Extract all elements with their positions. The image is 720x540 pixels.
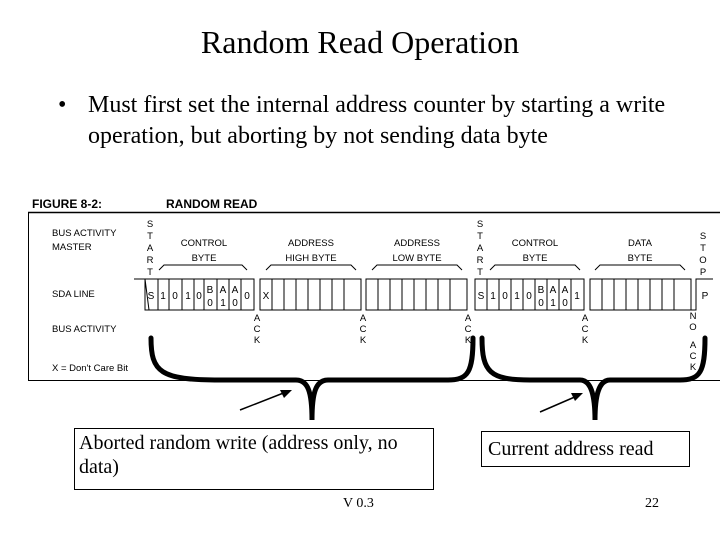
annotation-current-address-read: Current address read xyxy=(481,431,690,467)
row-label-bus-master-1: BUS ACTIVITY xyxy=(52,228,117,239)
arrow-left-icon xyxy=(239,390,292,411)
start-letter: S xyxy=(477,219,483,230)
bit-value: 0 xyxy=(232,298,238,309)
field-control-label: CONTROL xyxy=(181,238,227,249)
field-data-byte: BYTE xyxy=(628,253,653,264)
ack-letter: A xyxy=(360,313,367,324)
noack-letter: A xyxy=(690,340,697,351)
bit-address: A xyxy=(562,285,569,296)
bit-value: 0 xyxy=(172,291,178,302)
field-control-byte: BYTE xyxy=(192,253,217,264)
bullet-text: Must first set the internal address coun… xyxy=(88,92,666,149)
bit-value: 0 xyxy=(196,291,202,302)
noack-label: N O A C K xyxy=(689,311,697,373)
ack-letter: C xyxy=(582,324,589,335)
timing-diagram-svg: FIGURE 8-2: RANDOM READ BUS ACTIVITY MAS… xyxy=(28,197,720,381)
ack-letter: K xyxy=(254,335,261,346)
bit-value: 0 xyxy=(538,298,544,309)
ack-letter: C xyxy=(360,324,367,335)
field-address-high-label: ADDRESS xyxy=(288,238,334,249)
field-address-low-byte: LOW BYTE xyxy=(392,253,441,264)
start-letter: S xyxy=(147,219,153,230)
ack-letter: C xyxy=(465,324,472,335)
field-address-low-label: ADDRESS xyxy=(394,238,440,249)
bullet-dot-icon: • xyxy=(58,92,67,118)
bit-block-select: B xyxy=(207,285,214,296)
bit-value: 0 xyxy=(562,298,568,309)
slide-title: Random Read Operation xyxy=(200,24,520,60)
field-control-2-byte: BYTE xyxy=(523,253,548,264)
figure-title: FIGURE 8-2: xyxy=(32,197,102,211)
ack-letter: A xyxy=(465,313,472,324)
page-number: 22 xyxy=(645,496,659,511)
noack-letter: O xyxy=(689,322,696,333)
stop-letter: T xyxy=(700,243,706,254)
ack-label-2: A C K xyxy=(360,313,367,346)
stop-letter: S xyxy=(700,231,706,242)
figure-frame xyxy=(28,212,720,381)
ack-letter: A xyxy=(582,313,589,324)
field-brackets xyxy=(158,264,686,271)
bit-value: 1 xyxy=(490,291,496,302)
bit-value: 1 xyxy=(574,291,580,302)
bit-address: A xyxy=(550,285,557,296)
bit-value: 0 xyxy=(526,291,532,302)
annotation-aborted-write: Aborted random write (address only, no d… xyxy=(74,428,434,490)
ack-letter: A xyxy=(254,313,261,324)
bit-value: 1 xyxy=(550,298,556,309)
ack-letter: C xyxy=(254,324,261,335)
ack-label-3: A C K xyxy=(465,313,472,346)
noack-letter: C xyxy=(690,351,697,362)
start-label-1: S T A R T xyxy=(147,219,154,278)
start-letter: T xyxy=(147,267,153,278)
row-label-sda-line: SDA LINE xyxy=(52,289,95,300)
field-control-2-label: CONTROL xyxy=(512,238,558,249)
ack-label-1: A C K xyxy=(254,313,261,346)
start-letter: A xyxy=(147,243,154,254)
legend-dont-care: X = Don't Care Bit xyxy=(52,363,128,374)
ack-label-4: A C K xyxy=(582,313,589,346)
start-letter: T xyxy=(477,231,483,242)
bit-address: A xyxy=(220,285,227,296)
sda-waveform xyxy=(134,278,713,311)
start-letter: R xyxy=(147,255,154,266)
start-letter: R xyxy=(477,255,484,266)
start-label-2: S T A R T xyxy=(477,219,484,278)
bit-value: 1 xyxy=(160,291,166,302)
field-data-label: DATA xyxy=(628,238,653,249)
figure-subtitle: RANDOM READ xyxy=(166,197,258,211)
bit-value: 0 xyxy=(244,291,250,302)
version-label: V 0.3 xyxy=(343,496,374,511)
ack-letter: K xyxy=(582,335,589,346)
arrow-right-icon xyxy=(539,393,583,413)
bit-address: A xyxy=(232,285,239,296)
bit-dont-care: X xyxy=(263,291,270,302)
start-letter: T xyxy=(147,231,153,242)
start-letter: T xyxy=(477,267,483,278)
stop-letter: O xyxy=(699,255,706,266)
stop-label: S T O P xyxy=(699,231,706,278)
stop-letter: P xyxy=(700,267,706,278)
row-label-bus-activity: BUS ACTIVITY xyxy=(52,324,117,335)
bit-value: 0 xyxy=(502,291,508,302)
noack-letter: N xyxy=(690,311,697,322)
bit-start: S xyxy=(478,291,485,302)
field-address-high-byte: HIGH BYTE xyxy=(285,253,336,264)
row-label-bus-master-2: MASTER xyxy=(52,242,92,253)
bit-start: S xyxy=(148,291,155,302)
bit-value: 1 xyxy=(514,291,520,302)
bit-value: 1 xyxy=(185,291,191,302)
ack-letter: K xyxy=(465,335,472,346)
bit-value: 1 xyxy=(220,298,226,309)
noack-letter: K xyxy=(690,362,697,373)
ack-letter: K xyxy=(360,335,367,346)
bit-stop: P xyxy=(702,291,709,302)
start-letter: A xyxy=(477,243,484,254)
random-read-timing-diagram: FIGURE 8-2: RANDOM READ BUS ACTIVITY MAS… xyxy=(28,195,720,382)
bit-block-select: B xyxy=(538,285,545,296)
bit-value: 0 xyxy=(207,298,213,309)
